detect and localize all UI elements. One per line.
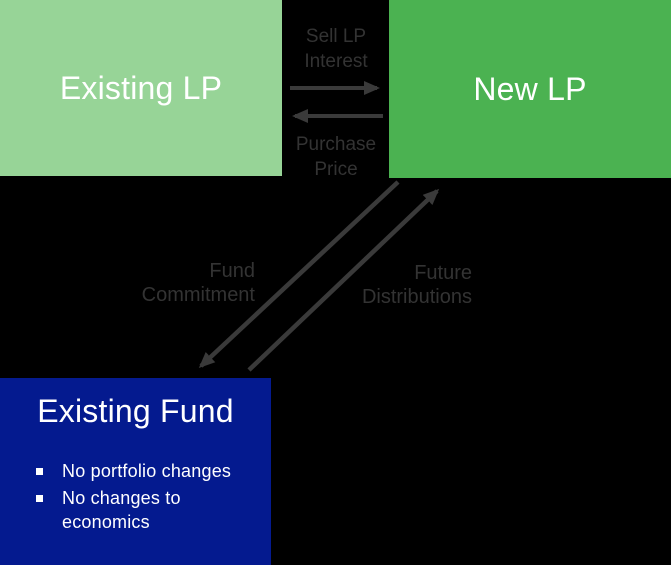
bullet-item: No changes to economics [36, 486, 265, 534]
existing-fund-box: Existing Fund No portfolio changes No ch… [0, 378, 271, 565]
bullet-text: No changes to economics [62, 488, 181, 532]
future-distributions-label: Future Distributions [361, 262, 472, 308]
sell-lp-interest-label: Sell LP Interest [304, 26, 368, 72]
bullet-item: No portfolio changes [36, 459, 265, 483]
bullet-text: No portfolio changes [62, 461, 232, 481]
existing-lp-label: Existing LP [59, 69, 223, 106]
bullet-icon [36, 468, 43, 475]
purchase-price-label: Purchase Price [295, 134, 377, 180]
bullet-icon [36, 495, 43, 502]
existing-fund-bullet-list: No portfolio changes No changes to econo… [0, 459, 271, 534]
fund-commitment-label: Fund Commitment [141, 260, 255, 306]
new-lp-box: New LP [389, 0, 671, 178]
existing-fund-label: Existing Fund [37, 393, 234, 429]
existing-lp-box: Existing LP [0, 0, 282, 176]
new-lp-label: New LP [473, 70, 587, 107]
